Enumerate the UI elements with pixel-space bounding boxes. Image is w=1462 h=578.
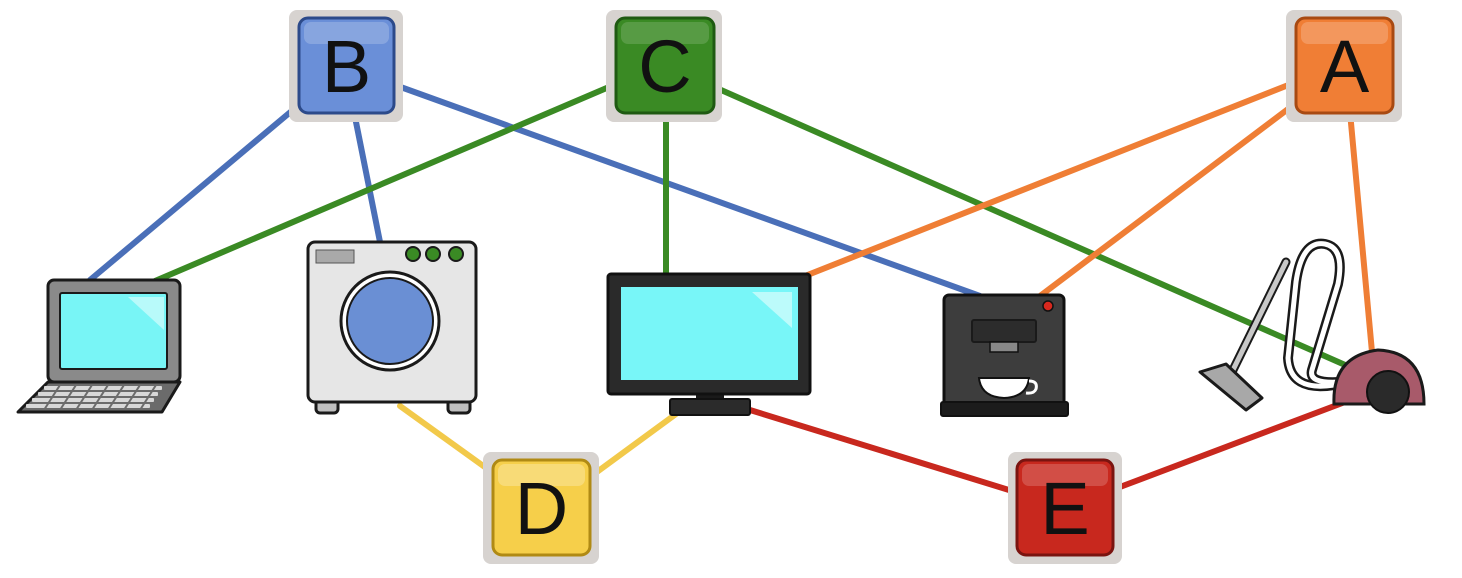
edge-a-vacuum [1347, 109, 1375, 355]
edges-layer [87, 79, 1375, 497]
edge-b-coffee-machine [392, 82, 983, 299]
edge-d-tv [583, 411, 679, 483]
edge-a-tv [802, 79, 1299, 279]
node-e-label: E [1040, 467, 1089, 550]
edge-a-coffee-machine [1037, 97, 1303, 299]
node-d: D [483, 452, 599, 564]
node-c: C [606, 10, 722, 122]
vacuum-cleaner-icon [1198, 238, 1426, 414]
node-a-label: A [1320, 25, 1370, 108]
node-b-label: B [322, 25, 371, 108]
node-e: E [1008, 452, 1122, 564]
laptop-icon [16, 278, 182, 414]
edge-e-tv [747, 407, 1025, 497]
node-a: A [1286, 10, 1402, 122]
node-c-label: C [638, 25, 691, 108]
coffee-machine-icon [940, 293, 1069, 417]
tv-icon [606, 272, 812, 416]
edge-c-laptop [152, 81, 619, 284]
washing-machine-icon [306, 240, 478, 415]
edge-e-vacuum [1109, 399, 1348, 493]
edge-c-vacuum [709, 83, 1355, 371]
node-b: B [289, 10, 403, 122]
edge-b-washing-machine [351, 109, 383, 245]
node-d-label: D [515, 467, 568, 550]
edge-b-laptop [87, 101, 303, 283]
